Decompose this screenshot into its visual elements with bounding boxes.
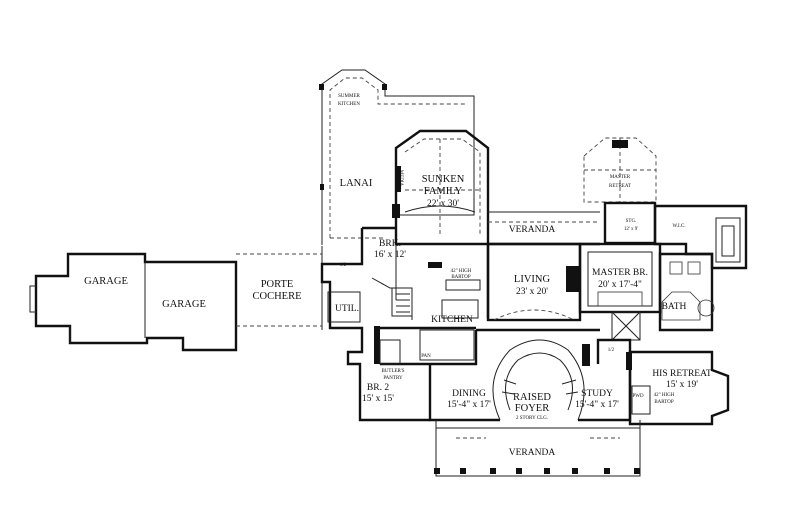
his-retreat-label: HIS RETREAT — [652, 369, 712, 379]
garage-structure — [29, 252, 238, 352]
stg-size: 12' x 9' — [624, 227, 638, 232]
dining-label: DINING — [452, 389, 486, 399]
master-retreat-top-label-2: RETREAT — [609, 184, 631, 189]
living-size: 23' x 20' — [516, 287, 548, 297]
master-br-label: MASTER BR. — [592, 268, 648, 278]
butlers-pantry-label-2: PANTRY — [383, 376, 403, 381]
br2-label: BR. 2 — [367, 383, 389, 393]
his-retreat-structure — [626, 350, 730, 426]
raised-foyer-label-2: FOYER — [515, 403, 549, 414]
his-retreat-size: 15' x 19' — [666, 380, 698, 390]
wic-label: W.I.C. — [672, 224, 685, 229]
study-size: 15'-4" x 17' — [575, 400, 619, 410]
bar-note-2: BARTOP — [451, 275, 471, 280]
retreat-bar-note-1: 42" HIGH — [654, 393, 675, 398]
raised-foyer-label-1: RAISED — [513, 392, 551, 403]
study-label: STUDY — [581, 389, 613, 399]
master-retreat-top-label-1: MASTER — [610, 175, 631, 180]
porte-cochere-structure — [236, 246, 323, 330]
pwd-label: PWD — [632, 394, 644, 399]
raised-foyer-ceiling: 2 STORY CLG. — [516, 416, 548, 421]
sunken-family-label-1: SUNKEN — [422, 174, 465, 185]
bath-label: BATH — [662, 302, 687, 312]
sunken-family-label-2: FAMILY — [424, 186, 463, 197]
kitchen-label: KITCHEN — [431, 315, 473, 325]
brk-label: BRK. — [379, 239, 401, 249]
butlers-pantry-label-1: BUTLER'S — [381, 369, 404, 374]
living-label: LIVING — [514, 274, 551, 285]
media-label: MEDIA — [398, 170, 403, 187]
half-bath-left-label: 1/2 — [340, 263, 347, 268]
br2-size: 15' x 15' — [362, 394, 394, 404]
veranda-top-label: VERANDA — [509, 225, 556, 235]
garage-2-label: GARAGE — [162, 299, 206, 310]
veranda-bottom-label: VERANDA — [509, 448, 556, 458]
summer-kitchen-label-2: KITCHEN — [338, 102, 360, 107]
summer-kitchen-label-1: SUMMER — [338, 94, 360, 99]
veranda-bottom-structure — [434, 420, 641, 477]
main-core-structure — [320, 226, 490, 422]
master-br-structure — [578, 242, 715, 341]
util-label: UTIL. — [335, 304, 359, 314]
porte-cochere-label-1: PORTE — [261, 279, 294, 290]
dining-size: 15'-4" x 17' — [447, 400, 491, 410]
porte-cochere-label-2: COCHERE — [252, 291, 301, 302]
sunken-family-size: 22' x 30' — [427, 199, 459, 209]
stg-label: STG. — [626, 219, 637, 224]
half-bath-right-label: 1/2 — [608, 348, 615, 353]
front-rooms-structure — [428, 328, 632, 422]
bar-note-1: 42" HIGH — [451, 269, 472, 274]
lanai-label: LANAI — [340, 178, 373, 189]
pan-label: PAN — [421, 354, 431, 359]
retreat-bar-note-2: BARTOP — [654, 400, 674, 405]
lanai-structure — [319, 69, 475, 245]
master-br-size: 20' x 17'-4" — [598, 280, 642, 290]
brk-size: 16' x 12' — [374, 250, 406, 260]
closet-structure — [603, 201, 748, 270]
master-retreat-structure — [583, 137, 657, 203]
garage-1-label: GARAGE — [84, 276, 128, 287]
